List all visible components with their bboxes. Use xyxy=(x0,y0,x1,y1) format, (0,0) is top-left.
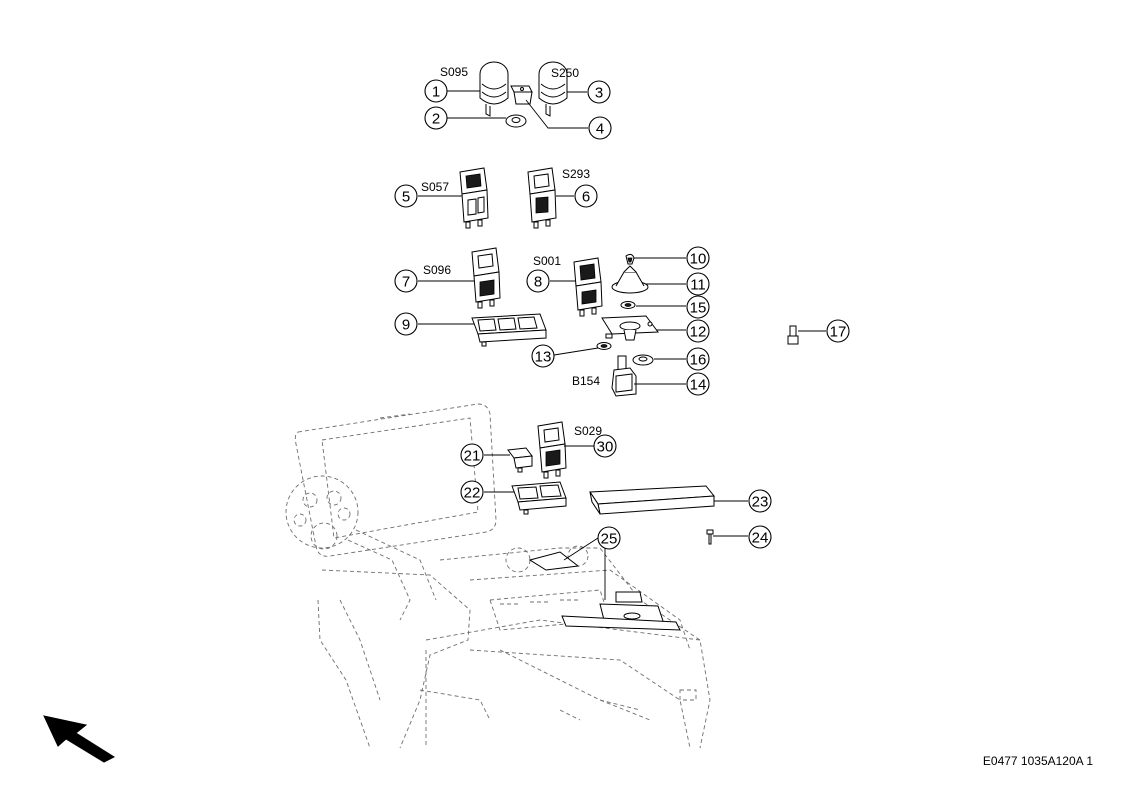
code-s057: S057 xyxy=(421,180,449,194)
svg-text:30: 30 xyxy=(597,439,614,456)
part-15-washer xyxy=(620,301,636,309)
callout-15: 15 xyxy=(686,295,710,319)
svg-text:14: 14 xyxy=(690,377,707,394)
callout-8: 8 xyxy=(526,269,550,293)
callout-14: 14 xyxy=(686,372,710,396)
callout-17: 17 xyxy=(826,319,850,343)
part-16-nut xyxy=(632,354,654,366)
part-17-pin xyxy=(787,325,799,345)
code-s096: S096 xyxy=(423,263,451,277)
part-13-washer xyxy=(596,342,612,350)
svg-text:12: 12 xyxy=(690,324,707,341)
svg-text:7: 7 xyxy=(402,274,410,291)
part-21-blank-cover xyxy=(507,447,533,473)
callout-22: 22 xyxy=(460,480,484,504)
svg-text:10: 10 xyxy=(690,251,707,268)
part-8-rocker-switch xyxy=(573,257,603,317)
callout-9: 9 xyxy=(394,312,418,336)
part-14-sensor xyxy=(611,355,637,397)
part-3-pushbutton xyxy=(538,61,568,117)
part-22-double-frame xyxy=(511,481,567,515)
callout-10: 10 xyxy=(686,246,710,270)
component-codes: S095 S250 S057 S293 S096 S001 B154 S029 xyxy=(421,65,602,438)
callouts: 1 2 3 4 5 6 7 8 9 10 11 12 13 14 15 16 1… xyxy=(394,79,850,550)
part-9-switch-frame xyxy=(471,313,547,347)
svg-text:16: 16 xyxy=(690,352,707,369)
part-10-clip xyxy=(625,253,635,265)
callout-4: 4 xyxy=(588,116,612,140)
svg-text:15: 15 xyxy=(690,300,707,317)
svg-text:8: 8 xyxy=(534,274,542,291)
callout-1: 1 xyxy=(424,79,448,103)
callout-25: 25 xyxy=(597,526,621,550)
direction-arrow xyxy=(43,715,116,763)
svg-text:11: 11 xyxy=(690,277,706,294)
callout-11: 11 xyxy=(686,272,710,296)
code-s293: S293 xyxy=(562,167,590,181)
code-b154: B154 xyxy=(572,374,600,388)
part-30-rocker-switch xyxy=(537,421,567,479)
callout-16: 16 xyxy=(686,347,710,371)
svg-text:25: 25 xyxy=(601,531,618,548)
callout-24: 24 xyxy=(748,525,772,549)
code-s029: S029 xyxy=(574,424,602,438)
code-s095: S095 xyxy=(440,65,468,79)
callout-7: 7 xyxy=(394,269,418,293)
svg-text:21: 21 xyxy=(464,448,481,465)
svg-text:24: 24 xyxy=(752,530,769,547)
svg-text:2: 2 xyxy=(432,111,440,128)
svg-text:17: 17 xyxy=(830,324,847,341)
callout-30: 30 xyxy=(593,434,617,458)
part-11-knob xyxy=(611,265,649,294)
callout-3: 3 xyxy=(587,80,611,104)
svg-text:23: 23 xyxy=(752,494,769,511)
svg-text:6: 6 xyxy=(582,189,590,206)
leader-lines xyxy=(418,90,826,600)
code-s001: S001 xyxy=(533,254,561,268)
callout-6: 6 xyxy=(574,184,598,208)
callout-2: 2 xyxy=(424,106,448,130)
callout-5: 5 xyxy=(394,184,418,208)
svg-text:5: 5 xyxy=(402,189,410,206)
part-12-plate xyxy=(601,315,659,341)
code-s250: S250 xyxy=(551,66,579,80)
svg-text:1: 1 xyxy=(432,84,440,101)
part-5-rocker-switch xyxy=(459,167,489,229)
callout-13: 13 xyxy=(531,344,555,368)
callout-23: 23 xyxy=(748,489,772,513)
part-2-washer xyxy=(505,114,527,128)
part-24-screw xyxy=(706,529,714,545)
part-6-rocker-switch xyxy=(527,167,557,229)
svg-text:9: 9 xyxy=(402,317,410,334)
part-7-rocker-switch xyxy=(471,247,501,309)
callout-21: 21 xyxy=(460,443,484,467)
svg-text:13: 13 xyxy=(535,349,552,366)
part-4-cap xyxy=(510,85,533,105)
svg-text:3: 3 xyxy=(595,85,603,102)
svg-text:22: 22 xyxy=(464,485,481,502)
callout-12: 12 xyxy=(686,319,710,343)
reference-code: E0477 1035A120A 1 xyxy=(982,754,1093,768)
svg-text:4: 4 xyxy=(596,121,604,138)
part-23-trim-strip xyxy=(589,485,715,515)
part-1-pushbutton xyxy=(479,61,509,117)
console-outline xyxy=(285,403,711,749)
